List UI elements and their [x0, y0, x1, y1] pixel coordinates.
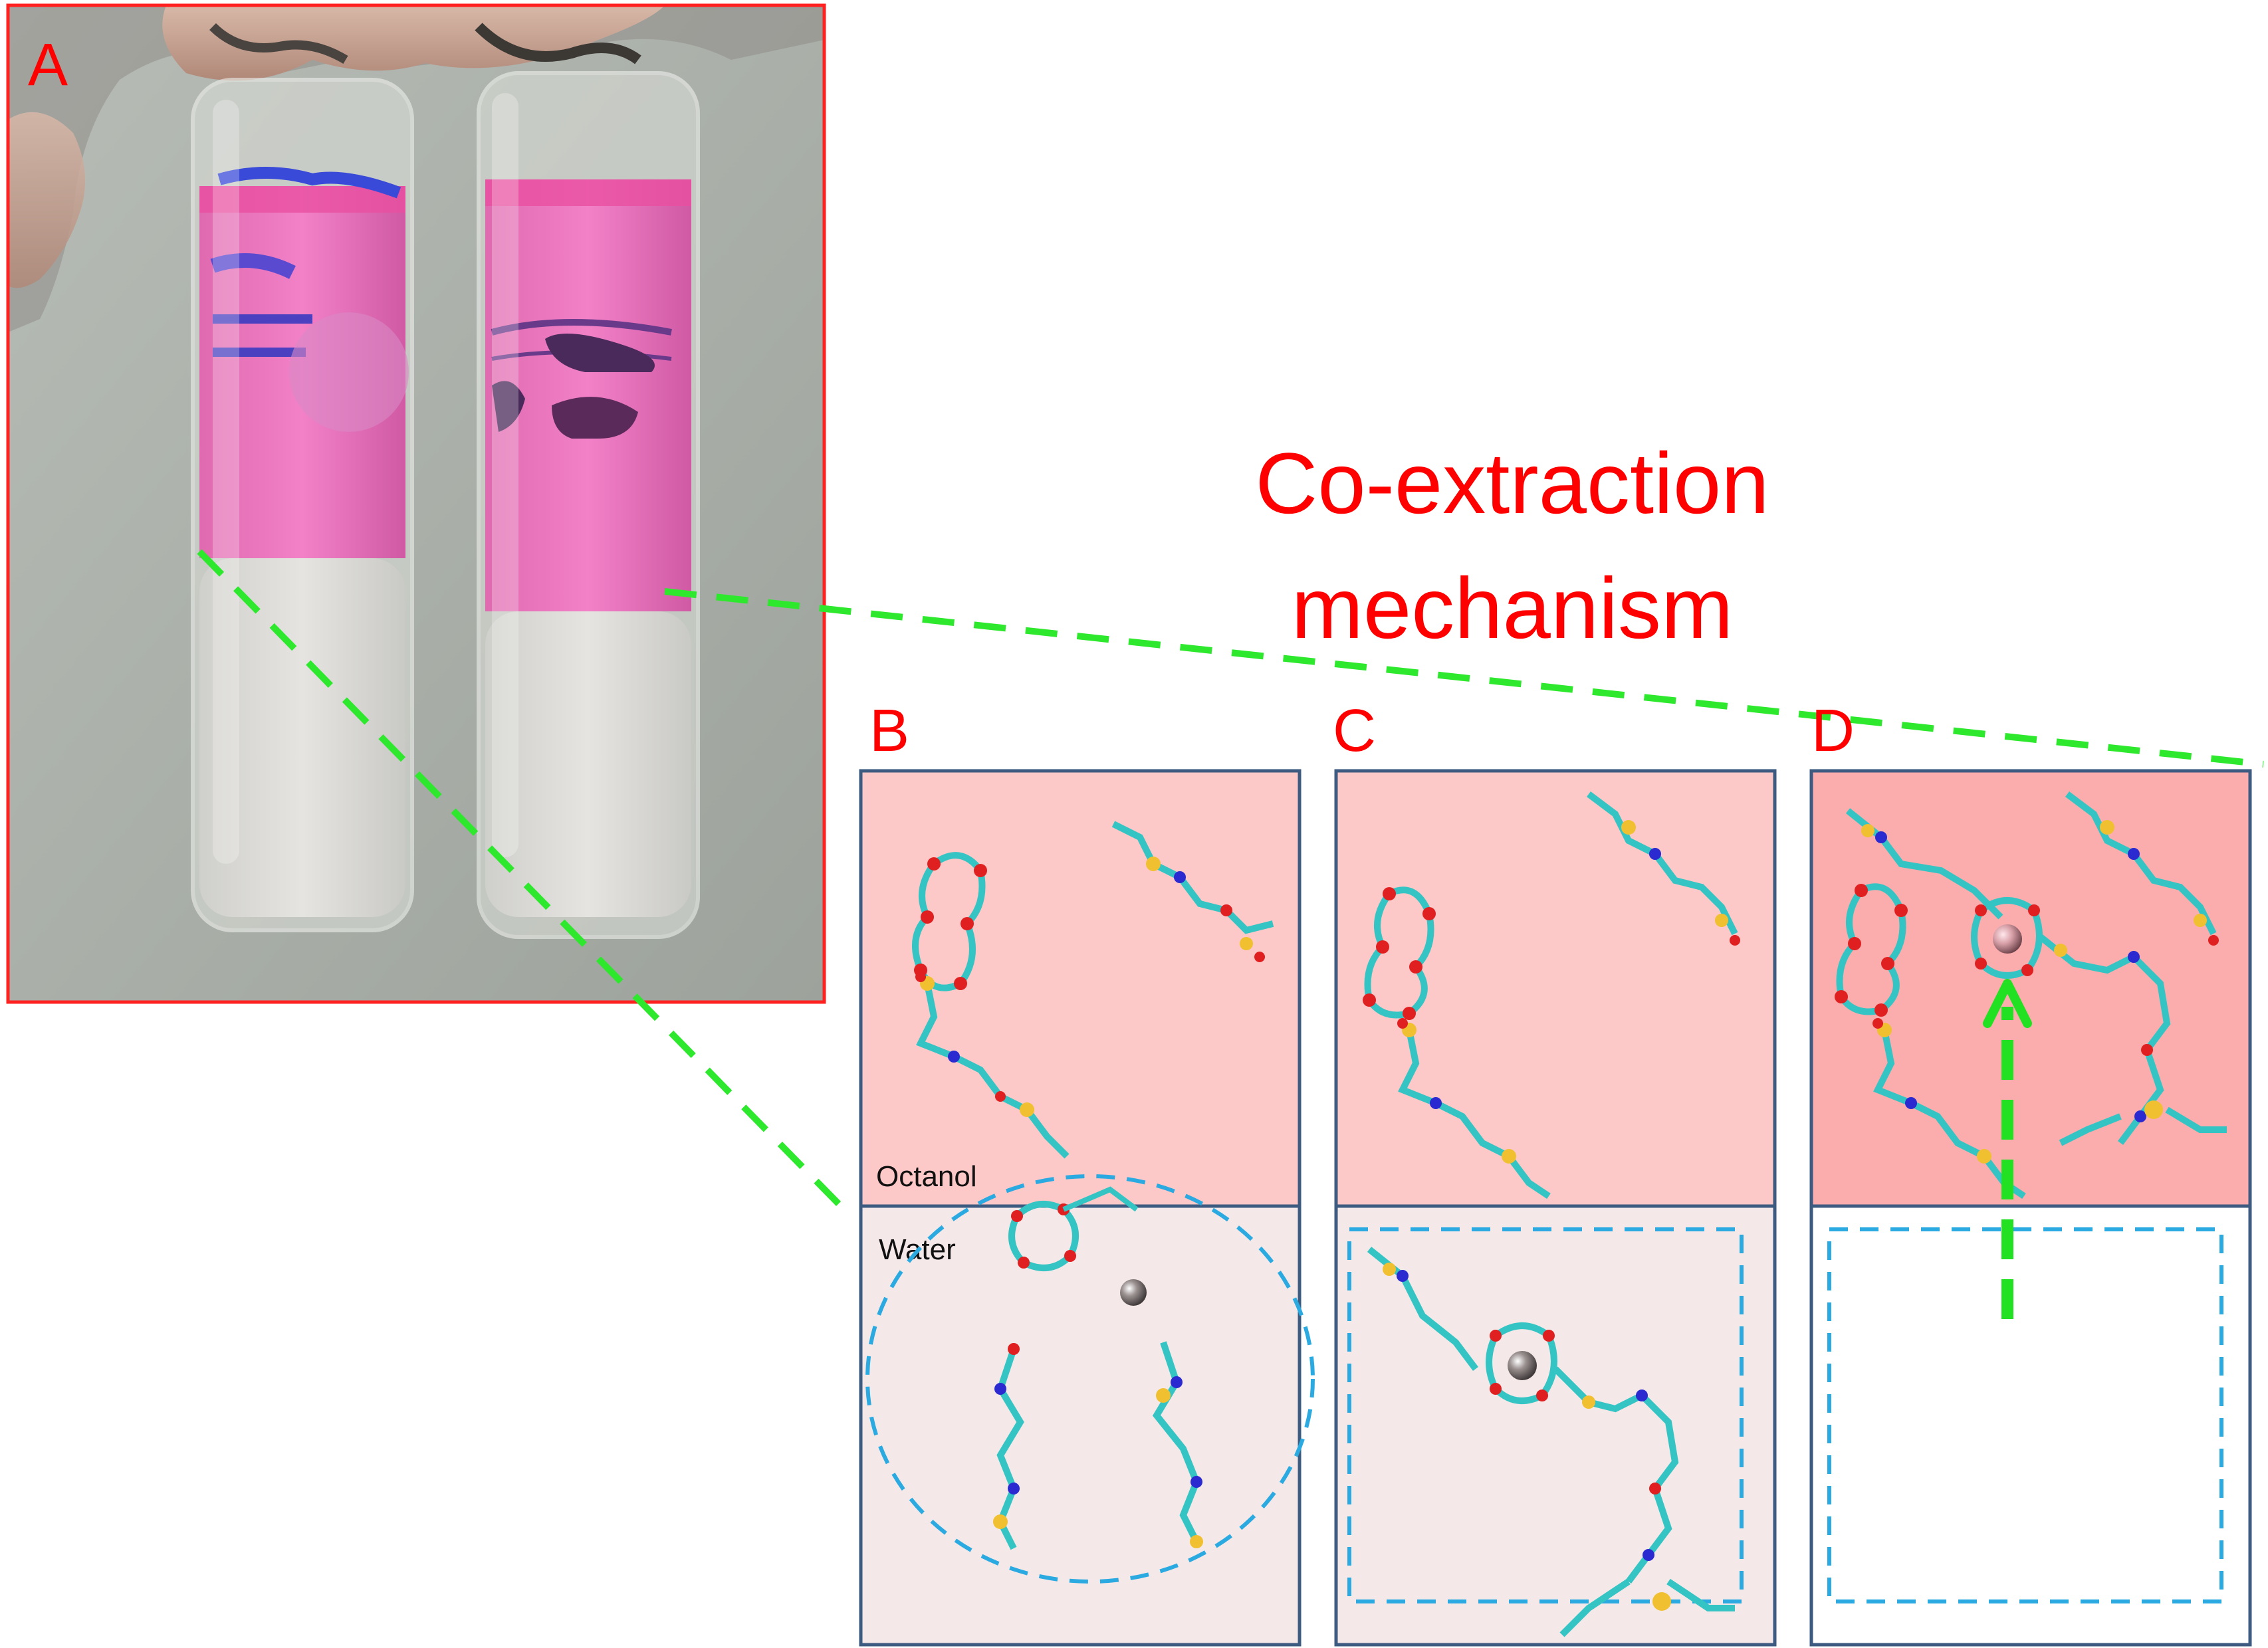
upward-arrow — [1983, 979, 2032, 1319]
panel-d-water-phase — [1811, 1206, 2250, 1645]
dashed-circle — [865, 1174, 1315, 1584]
ion-complex — [1367, 1247, 1735, 1637]
dashed-box-d — [1827, 1227, 2223, 1603]
connector-lines — [197, 549, 2264, 1209]
dashed-box-c — [1347, 1227, 1744, 1603]
metal-ion — [1993, 924, 2022, 954]
title-line-2: mechanism — [1292, 560, 1734, 657]
photo-frame — [6, 3, 826, 1004]
ligand-molecule — [2065, 791, 2219, 946]
ion-complex — [1845, 808, 2227, 1146]
ligand-molecule — [915, 972, 1070, 1159]
panel-label-b: B — [869, 698, 909, 764]
metal-ion — [1508, 1351, 1537, 1380]
ligand-molecule — [1587, 791, 1740, 946]
ligand-molecule — [1872, 1018, 2026, 1199]
octanol-label: Octanol — [876, 1160, 977, 1193]
ligand-molecule — [1111, 821, 1274, 962]
ligand-molecule — [993, 1343, 1024, 1550]
panel-c-water-phase — [1336, 1206, 1775, 1645]
ligand-molecule — [1397, 1018, 1551, 1199]
hand-picture — [8, 5, 824, 332]
right-test-tube — [477, 71, 700, 939]
metal-ion — [1120, 1279, 1147, 1306]
photo-panel-a: A — [6, 3, 826, 1004]
crown-ether-molecule — [1008, 1186, 1139, 1271]
left-test-tube — [191, 78, 414, 932]
crown-ether-molecule — [1835, 883, 1908, 1017]
panel-label-d: D — [1811, 698, 1855, 764]
panel-b-water-phase — [861, 1206, 1300, 1645]
panel-b: Octanol Water — [859, 769, 1315, 1647]
crown-ether-molecule — [1363, 886, 1436, 1020]
panel-d — [1809, 769, 2252, 1647]
panel-label-a: A — [28, 32, 68, 98]
panel-c — [1334, 769, 1777, 1647]
panel-c-octanol-phase — [1336, 771, 1775, 1206]
title-line-1: Co-extraction — [1255, 435, 1769, 532]
ligand-molecule — [1152, 1341, 1203, 1548]
panel-label-c: C — [1333, 698, 1376, 764]
